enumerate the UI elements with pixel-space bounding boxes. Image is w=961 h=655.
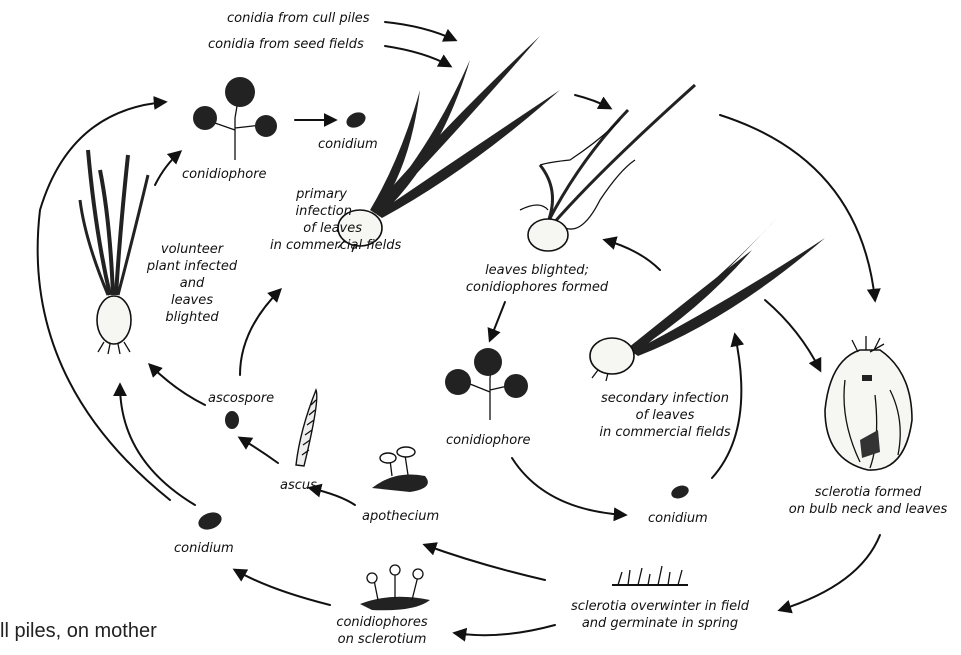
label-conidiophore-mid: conidiophore [446, 432, 531, 449]
label-conidiophore-top: conidiophore [182, 166, 267, 183]
label-ascus: ascus [280, 477, 317, 494]
arrow-overwinter-to-conidiophores [455, 625, 555, 635]
conidium-left-drawing [196, 509, 224, 532]
arrow-conidiophore-to-conidium [512, 458, 625, 515]
conidium-top-drawing [344, 109, 368, 130]
label-leaves-blighted: leaves blighted; conidiophores formed [462, 262, 612, 296]
arrow-seed-to-plant [385, 46, 450, 66]
label-conidium-left: conidium [174, 540, 234, 557]
arrow-bulb-to-overwinter [780, 535, 880, 610]
overwinter-grass-drawing [612, 566, 688, 585]
sclerotium-conidiophores-drawing [360, 565, 430, 610]
arrow-primary-to-blighted [575, 95, 610, 108]
cycle-arrows [38, 22, 880, 635]
label-conidiophores-sclerotium: conidiophores on sclerotium [327, 614, 437, 648]
ascus-drawing [296, 390, 317, 466]
label-ascospore: ascospore [208, 390, 274, 407]
arrow-volunteer-to-conidiophore [155, 152, 180, 185]
arrow-conidium-to-volunteer [120, 385, 195, 505]
label-apothecium: apothecium [362, 508, 439, 525]
arrow-cull-to-plant [385, 22, 455, 40]
sclerotia-bulb-drawing [825, 336, 912, 470]
label-conidium-mid: conidium [648, 510, 708, 527]
arrow-to-sclerotia-bulb [720, 115, 875, 300]
arrow-ascospore-to-volunteer [150, 365, 205, 405]
arrow-secondary-to-blighted [605, 240, 660, 270]
conidiophore-top-drawing [193, 77, 277, 160]
caption-text-fragment: ll piles, on mother [0, 620, 157, 643]
label-conidia-cull: conidia from cull piles [227, 10, 370, 27]
label-sclerotia-formed: sclerotia formed on bulb neck and leaves [778, 484, 958, 518]
label-conidium-top: conidium [318, 136, 378, 153]
apothecium-drawing [372, 447, 428, 492]
label-overwinter: sclerotia overwinter in field and germin… [555, 598, 765, 632]
blighted-plant-drawing [520, 85, 695, 251]
ascospore-drawing [225, 411, 239, 429]
arrow-ascus-to-ascospore [240, 438, 278, 463]
conidiophore-mid-drawing [445, 348, 528, 420]
arrow-blighted-to-conidiophore [490, 302, 505, 340]
arrow-overwinter-to-apothecium [425, 545, 545, 580]
label-conidia-seed: conidia from seed fields [208, 36, 364, 53]
secondary-plant-drawing [590, 215, 825, 381]
label-secondary-infection: secondary infection of leaves in commerc… [580, 390, 750, 441]
arrow-sclerotium-to-conidium [235, 570, 330, 605]
conidium-mid-drawing [669, 483, 690, 500]
label-primary-infection: primary infection of leaves in commercia… [262, 186, 392, 254]
label-volunteer: volunteer plant infected and leaves blig… [137, 241, 247, 326]
arrow-secondary-to-bulb [765, 300, 820, 370]
